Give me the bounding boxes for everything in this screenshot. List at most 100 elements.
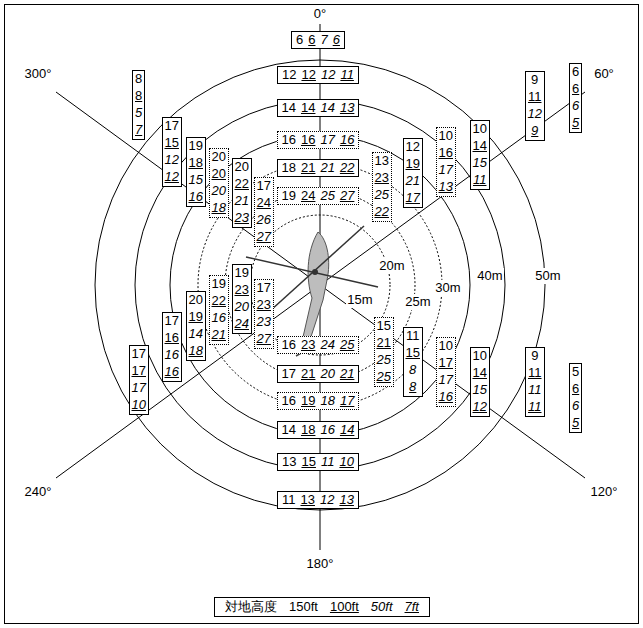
level-value: 11 (528, 365, 542, 382)
noise-level-box: 17171710 (129, 345, 149, 415)
level-value: 23 (301, 337, 315, 354)
level-value: 8 (135, 88, 142, 105)
level-value: 8 (409, 379, 416, 396)
level-value: 23 (235, 282, 249, 299)
level-value: 17 (340, 393, 354, 410)
distance-label: 30m (434, 280, 461, 296)
level-value: 14 (340, 422, 354, 439)
level-value: 17 (282, 366, 296, 383)
level-value: 13 (339, 492, 353, 509)
level-value: 17 (132, 363, 146, 380)
noise-level-box: 20191418 (186, 291, 206, 361)
distance-label: 15m (346, 292, 373, 308)
level-value: 21 (406, 173, 420, 190)
level-value: 13 (301, 492, 315, 509)
noise-level-box: 17151212 (162, 117, 182, 187)
noise-level-box: 13232522 (372, 152, 392, 222)
level-value: 13 (282, 454, 296, 471)
level-value: 18 (301, 422, 315, 439)
level-value: 8 (409, 362, 416, 379)
level-value: 24 (235, 316, 249, 333)
level-value: 17 (257, 280, 271, 297)
distance-label: 25m (404, 294, 431, 310)
level-value: 19 (212, 276, 226, 293)
level-value: 18 (320, 393, 334, 410)
noise-level-box: 12121211 (277, 66, 359, 85)
level-value: 25 (340, 337, 354, 354)
level-value: 17 (439, 372, 453, 389)
level-value: 15 (165, 135, 179, 152)
distance-label: 20m (378, 258, 405, 274)
distance-label: 40m (476, 268, 503, 284)
noise-level-box: 10141512 (470, 347, 490, 417)
level-value: 22 (235, 176, 249, 193)
noise-level-box: 12192117 (403, 138, 423, 208)
noise-level-box: 19242527 (277, 187, 360, 206)
noise-level-box: 17232327 (254, 279, 274, 349)
noise-level-box: 19221621 (209, 275, 229, 345)
level-value: 14 (189, 326, 203, 343)
level-value: 20 (235, 159, 249, 176)
level-value: 16 (165, 364, 179, 381)
level-value: 20 (320, 366, 334, 383)
noise-level-box: 911129 (525, 71, 545, 141)
level-value: 12 (301, 67, 315, 84)
level-value: 11 (321, 454, 335, 471)
helicopter-body (300, 232, 329, 352)
level-value: 16 (340, 132, 354, 149)
level-value: 21 (212, 327, 226, 344)
main-rotor (246, 226, 378, 320)
level-value: 24 (320, 337, 334, 354)
level-value: 16 (165, 330, 179, 347)
level-value: 17 (165, 313, 179, 330)
legend-text: 50ft (371, 599, 393, 616)
level-value: 17 (439, 162, 453, 179)
level-value: 19 (406, 156, 420, 173)
level-value: 26 (257, 212, 271, 229)
legend-text: 150ft (289, 599, 318, 616)
level-value: 19 (189, 138, 203, 155)
level-value: 16 (301, 132, 315, 149)
level-value: 15 (189, 172, 203, 189)
noise-level-box: 16191817 (277, 392, 360, 411)
level-value: 16 (165, 347, 179, 364)
level-value: 27 (257, 331, 271, 348)
level-value: 6 (333, 32, 340, 49)
noise-level-box: 9111111 (525, 347, 545, 417)
level-value: 12 (165, 152, 179, 169)
level-value: 18 (212, 200, 226, 217)
level-value: 6 (572, 381, 579, 398)
level-value: 9 (531, 123, 538, 140)
level-value: 12 (406, 139, 420, 156)
level-value: 23 (235, 210, 249, 227)
level-value: 24 (257, 195, 271, 212)
noise-level-box: 16232425 (277, 336, 360, 355)
level-value: 6 (308, 32, 315, 49)
level-value: 10 (473, 348, 487, 365)
noise-level-box: 14141413 (277, 99, 360, 118)
direction-lines (56, 24, 585, 550)
level-value: 22 (340, 160, 354, 177)
level-value: 19 (235, 265, 249, 282)
direction-label: 300° (24, 66, 53, 82)
level-value: 16 (189, 189, 203, 206)
level-value: 6 (296, 32, 303, 49)
level-value: 10 (132, 397, 146, 414)
level-value: 16 (320, 422, 334, 439)
noise-level-box: 6665 (569, 63, 582, 133)
noise-level-box: 10171716 (436, 337, 456, 407)
level-value: 12 (282, 67, 296, 84)
level-value: 12 (473, 399, 487, 416)
noise-level-box: 17161616 (162, 312, 182, 382)
level-value: 12 (165, 169, 179, 186)
level-value: 10 (339, 454, 353, 471)
level-value: 13 (340, 100, 354, 117)
level-value: 11 (473, 172, 487, 189)
level-value: 12 (320, 492, 334, 509)
level-value: 27 (257, 229, 271, 246)
level-value: 24 (301, 188, 315, 205)
level-value: 5 (572, 415, 579, 432)
direction-label: 0° (313, 6, 327, 22)
level-value: 20 (235, 299, 249, 316)
level-value: 27 (340, 188, 354, 205)
